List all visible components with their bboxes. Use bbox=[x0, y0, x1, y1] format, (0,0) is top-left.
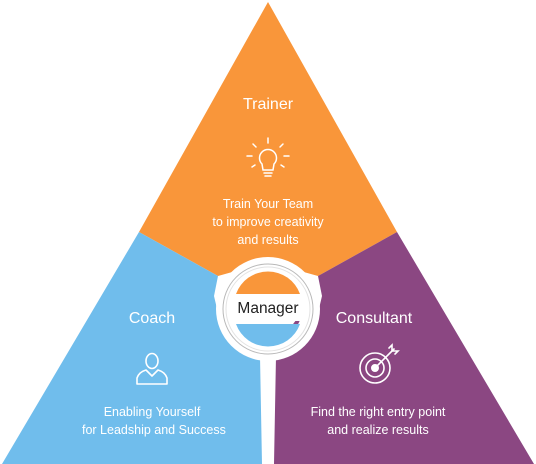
consultant-title: Consultant bbox=[335, 310, 413, 327]
coach-description: Enabling Yourself for Leadship and Succe… bbox=[82, 403, 226, 439]
target-icon bbox=[359, 343, 400, 384]
orange-arc bbox=[236, 271, 300, 294]
consultant-line-2: and realize results bbox=[327, 423, 429, 437]
lightbulb-icon bbox=[246, 137, 290, 177]
manager-label: Manager bbox=[237, 300, 299, 317]
coach-segment bbox=[2, 232, 262, 464]
trainer-line-2: to improve creativity bbox=[212, 215, 324, 229]
blue-arc bbox=[236, 324, 300, 347]
person-icon bbox=[136, 352, 168, 385]
coach-line-2: for Leadship and Success bbox=[82, 423, 226, 437]
trainer-line-3: and results bbox=[237, 233, 299, 247]
trainer-line-1: Train Your Team bbox=[222, 197, 314, 211]
manager-center bbox=[216, 257, 320, 361]
consultant-description: Find the right entry point and realize r… bbox=[298, 403, 458, 439]
coach-line-1: Enabling Yourself bbox=[103, 405, 201, 419]
trainer-title: Trainer bbox=[242, 96, 294, 113]
consultant-line-1: Find the right entry point bbox=[310, 405, 446, 419]
trainer-description: Train Your Team to improve creativity an… bbox=[188, 195, 348, 249]
coach-title: Coach bbox=[128, 310, 176, 327]
consultant-segment bbox=[274, 232, 534, 464]
